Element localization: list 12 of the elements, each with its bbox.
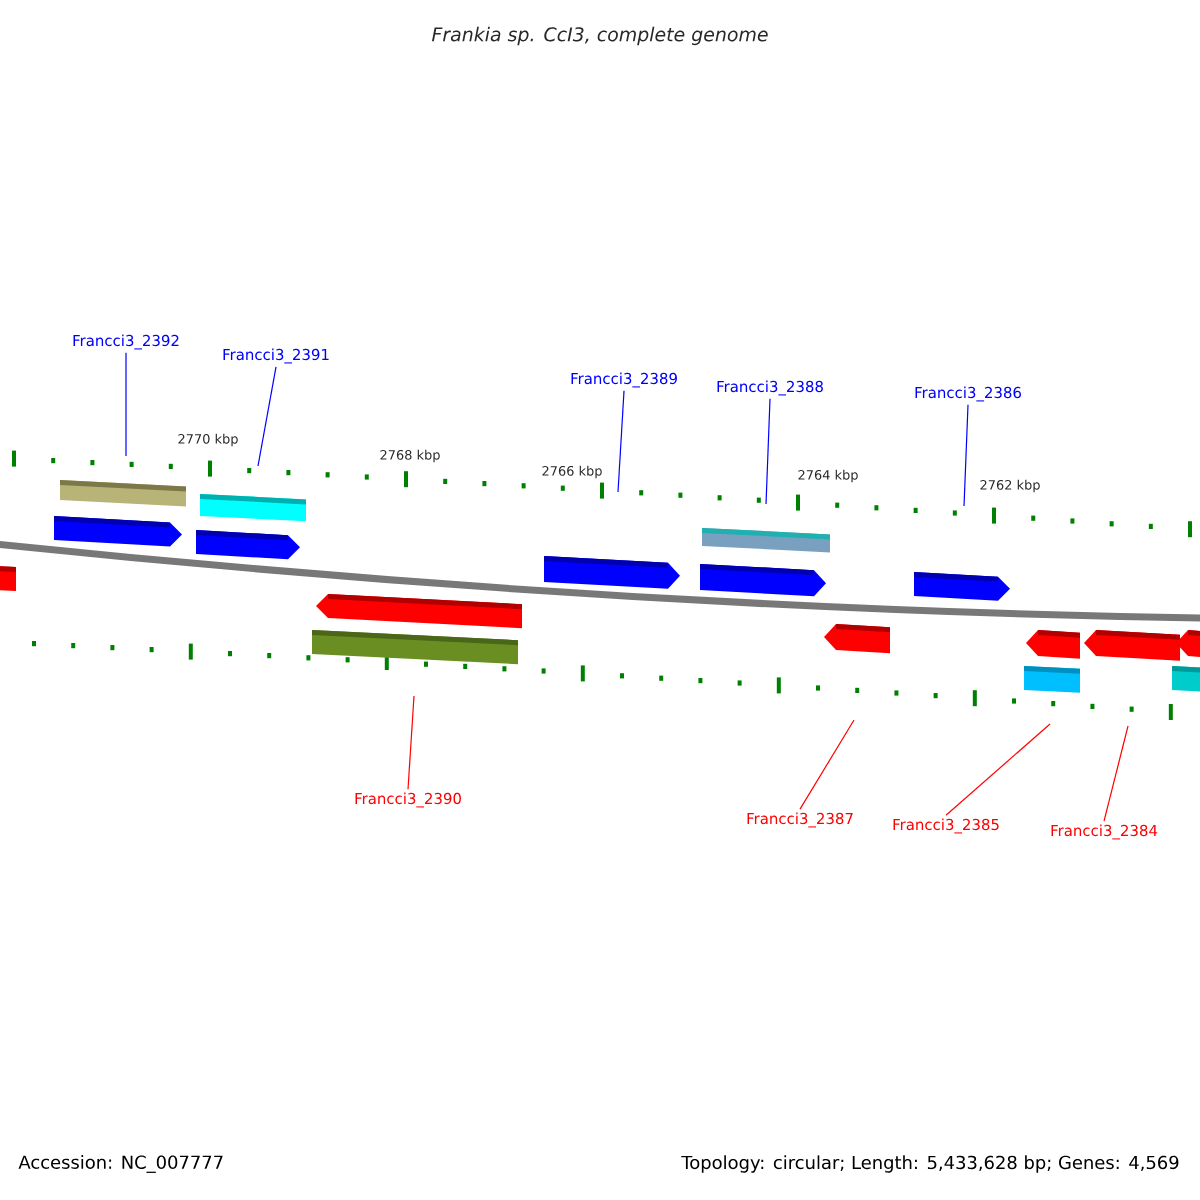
leader-line	[799, 719, 855, 810]
leader-line	[945, 723, 1051, 816]
title: Frankia sp. CcI3, complete genome	[432, 26, 768, 46]
leader-line	[1103, 725, 1129, 822]
footer-text: Accession: NC_007777	[18, 1155, 223, 1173]
leader-line	[617, 390, 625, 493]
leader-line	[125, 352, 127, 457]
leader-line	[765, 398, 771, 505]
leader-line	[963, 404, 969, 507]
leader-line	[407, 695, 415, 790]
footer-text: Topology: circular; Length: 5,433,628 bp; Genes: 4,569	[681, 1155, 1179, 1173]
leader-line	[257, 366, 277, 467]
